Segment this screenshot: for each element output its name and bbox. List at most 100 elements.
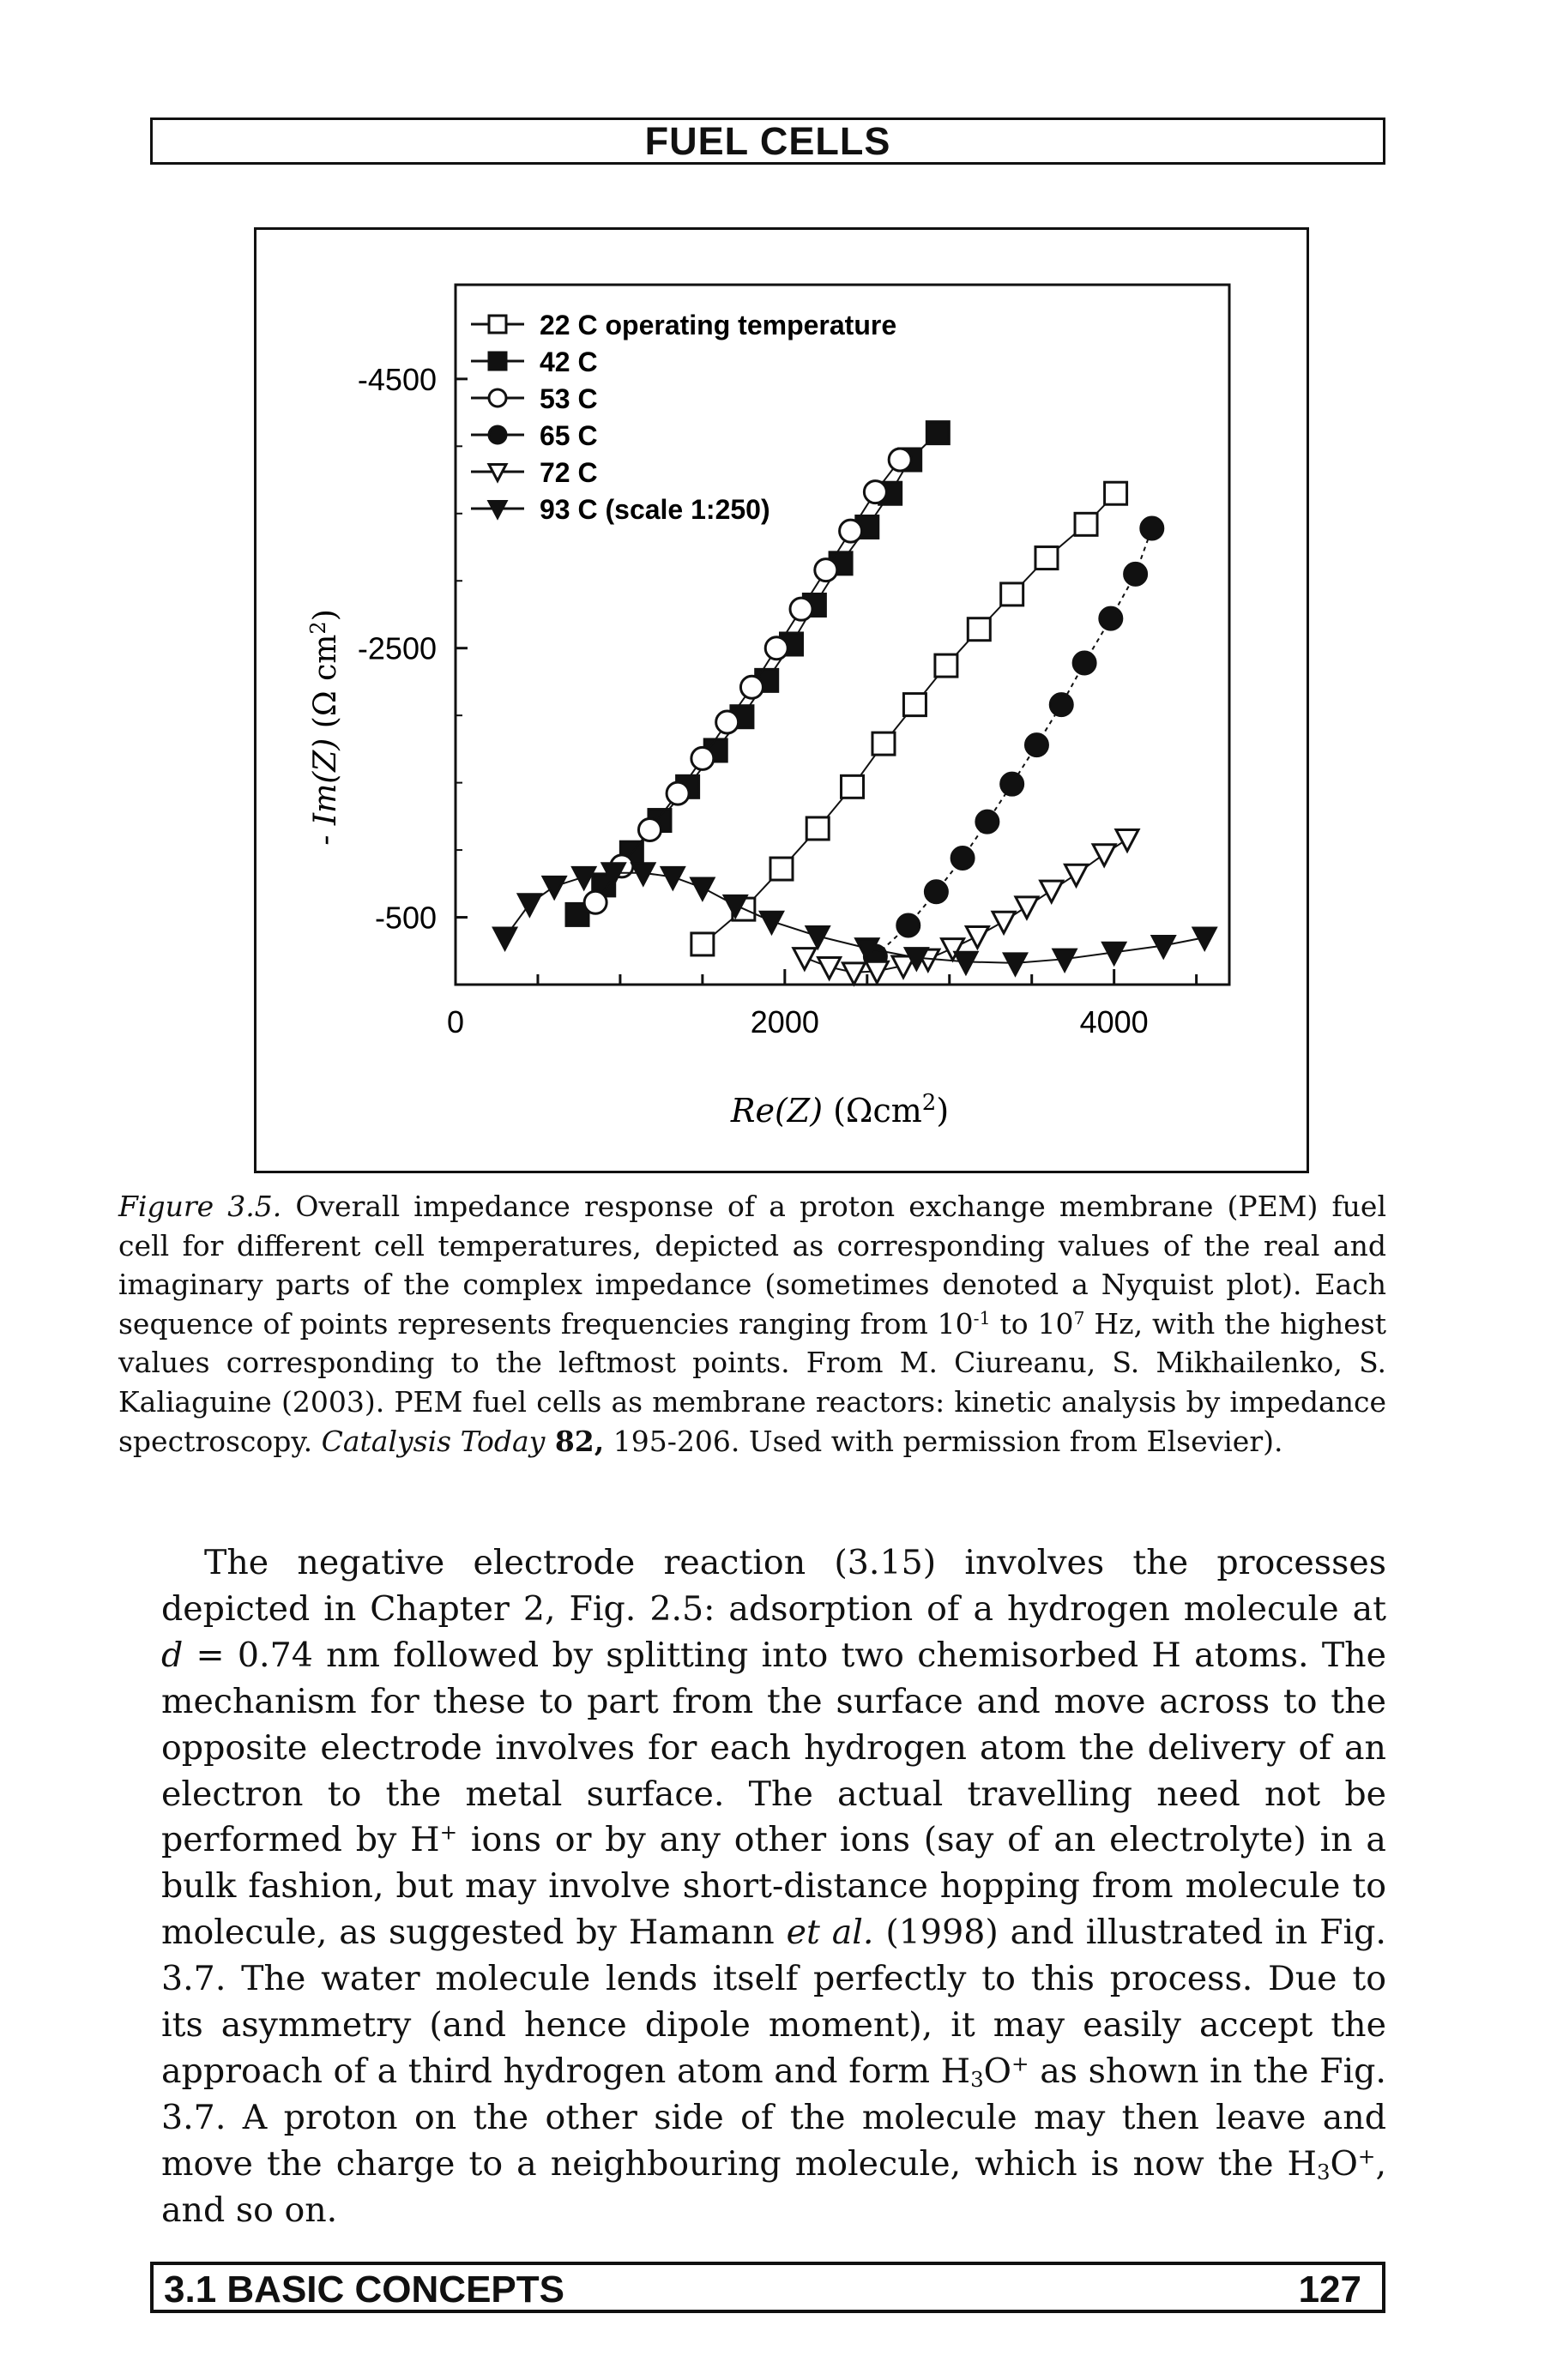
y-tick-label: -2500	[358, 631, 437, 666]
series-1	[690, 480, 1129, 957]
legend-label: 93 C (scale 1:250)	[540, 494, 770, 525]
plot-area	[454, 283, 1231, 986]
x-ticks	[454, 969, 1198, 985]
data-point	[1063, 863, 1090, 889]
data-point	[840, 961, 867, 987]
data-point	[902, 947, 930, 973]
data-point	[804, 925, 831, 951]
paragraph: The negative electrode reaction (3.15) i…	[161, 1540, 1386, 2234]
data-point	[690, 745, 715, 771]
legend-marker	[487, 314, 508, 334]
caption-exponent: 7	[1073, 1307, 1085, 1329]
data-point	[600, 862, 627, 888]
data-point	[1123, 561, 1149, 587]
legend-item: 93 C (scale 1:250)	[471, 494, 770, 525]
legend-marker	[487, 351, 508, 371]
legend-item: 72 C	[471, 457, 598, 488]
x-tick-labels: 0 2000 4000	[447, 1004, 1149, 1039]
data-point	[757, 910, 785, 937]
body-italic: d	[161, 1635, 184, 1675]
data-point	[791, 947, 818, 973]
data-point	[1034, 545, 1059, 571]
legend-label: 53 C	[540, 383, 598, 414]
data-point	[659, 865, 686, 892]
data-point	[813, 557, 839, 583]
data-point	[1002, 952, 1029, 978]
body-text-run: O	[1330, 2143, 1358, 2184]
data-point	[923, 879, 949, 905]
nyquist-plot: -4500 -2500 -500 0 2000 4000 - Im(Z) (Ω …	[306, 283, 1231, 1130]
data-point	[1191, 926, 1218, 952]
data-point	[1071, 650, 1097, 676]
superscript: +	[1357, 2143, 1376, 2169]
series-6	[492, 862, 1218, 978]
subscript: 3	[970, 2066, 984, 2092]
data-point	[1038, 879, 1065, 906]
data-point	[975, 809, 1000, 835]
data-point	[999, 581, 1025, 607]
data-point	[1048, 692, 1074, 718]
caption-journal: Catalysis Today	[321, 1424, 546, 1458]
data-point	[763, 636, 789, 661]
caption-exponent: -1	[973, 1307, 991, 1329]
data-point	[540, 875, 568, 901]
data-point	[630, 862, 657, 888]
y-tick-labels: -4500 -2500 -500	[358, 362, 437, 936]
data-point	[769, 856, 794, 882]
body-text-run: O	[983, 2051, 1012, 2091]
data-point	[492, 926, 519, 952]
caption-text: to 10	[990, 1306, 1074, 1341]
data-point	[1051, 948, 1078, 974]
caption-text: Hz, with the highest values correspondin…	[118, 1306, 1386, 1458]
data-point	[1103, 480, 1129, 506]
legend-item: 53 C	[471, 383, 598, 414]
superscript: +	[439, 1819, 458, 1845]
caption-text: Overall impedance response of a proton e…	[118, 1190, 1386, 1341]
data-point	[838, 518, 864, 544]
legend-item: 65 C	[471, 420, 598, 451]
data-point	[862, 479, 888, 505]
data-point	[665, 780, 691, 806]
body-text-run: ions or by any other ions (say of an ele…	[161, 1820, 1386, 1953]
data-point	[871, 731, 896, 756]
legend-label: 72 C	[540, 457, 598, 488]
data-point	[1101, 941, 1128, 967]
legend-item: 42 C	[471, 346, 598, 377]
data-point	[1090, 843, 1118, 869]
legend-marker	[486, 500, 509, 521]
caption-volume: 82,	[545, 1424, 605, 1458]
subscript: 3	[1316, 2159, 1331, 2184]
running-footer: 3.1 BASIC CONCEPTS 127	[150, 2262, 1385, 2313]
y-tick-label: -4500	[358, 362, 437, 397]
data-point	[816, 956, 843, 982]
legend-label: 22 C operating temperature	[540, 310, 896, 340]
data-point	[933, 653, 959, 678]
data-point	[990, 910, 1017, 937]
data-point	[637, 817, 662, 843]
data-point	[1113, 828, 1141, 854]
data-point	[715, 709, 740, 735]
data-point	[963, 925, 991, 951]
legend-label: 42 C	[540, 346, 598, 377]
legend-marker	[487, 388, 508, 408]
x-axis-label: Re(Z) (Ωcm2)	[730, 1090, 949, 1130]
data-point	[721, 894, 749, 920]
x-tick-label: 2000	[751, 1004, 819, 1039]
data-point	[516, 893, 543, 919]
plot-axes	[454, 283, 1231, 986]
data-point	[966, 617, 992, 642]
data-point	[788, 596, 814, 622]
caption-label: Figure 3.5.	[118, 1190, 282, 1223]
data-point	[1013, 895, 1041, 921]
legend-marker	[486, 463, 509, 484]
body-paragraph: The negative electrode reaction (3.15) i…	[161, 1540, 1386, 2234]
page-number: 127	[1298, 2269, 1361, 2311]
data-point	[950, 845, 975, 871]
footer-section-title: 3.1 BASIC CONCEPTS	[164, 2269, 564, 2311]
body-text-run: (1998) and illustrated in Fig. 3.7. The …	[161, 1913, 1386, 2091]
data-point	[1098, 606, 1124, 631]
data-point	[863, 960, 890, 986]
data-point	[739, 674, 764, 700]
data-point	[939, 937, 967, 963]
data-point	[902, 692, 927, 718]
